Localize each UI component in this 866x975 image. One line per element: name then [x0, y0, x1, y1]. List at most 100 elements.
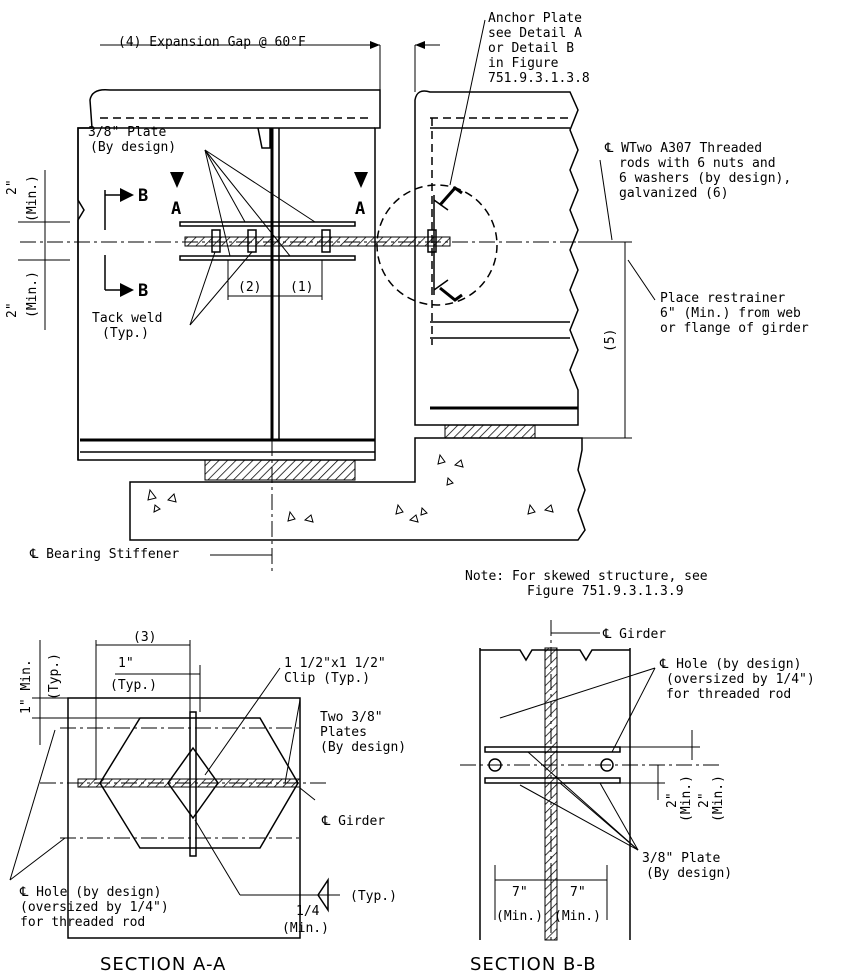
- aa-clip-label: 1 1/2"x1 1/2" Clip (Typ.): [284, 656, 386, 686]
- tack-weld-label: Tack weld (Typ.): [92, 311, 162, 341]
- section-aa-title: SECTION A-A: [100, 954, 226, 975]
- left-bearing-pad: [204, 459, 356, 481]
- dim-1-label: (1): [290, 280, 313, 295]
- aa-hole-leader-1: [9, 729, 56, 881]
- section-a-left-label: A: [171, 199, 181, 219]
- right-girder-outline: [414, 90, 579, 426]
- plate-leader-3: [204, 149, 231, 257]
- aa-stiffener: [189, 711, 197, 857]
- section-b-mark-bottom: [104, 255, 120, 291]
- nut-1: [211, 229, 221, 253]
- svg-text:℄ WTwo A307 Threaded: ℄ WTwo A307 Threaded: [604, 141, 762, 156]
- aa-weld-leader: [194, 819, 241, 896]
- bb-plate-label: 3/8" Plate (By design): [642, 851, 732, 881]
- note-label: Note: For skewed structure, see Figure 7…: [465, 569, 708, 599]
- min-paren-top-label: (Min.): [25, 175, 40, 222]
- bb-two-inch-label-1: 2": [665, 792, 680, 808]
- svg-text:6 washers (by design),: 6 washers (by design),: [619, 171, 791, 186]
- plate-leader-4: [204, 149, 291, 257]
- bb-seven-label-2: 7": [570, 885, 586, 900]
- restrainer-leader: [627, 259, 656, 301]
- dim-5-label: (5): [603, 329, 618, 352]
- bb-girder-label: ℄ Girder: [602, 627, 666, 642]
- aa-quarter-label: 1/4: [296, 904, 320, 919]
- top-plate: [179, 221, 356, 227]
- svg-text:for threaded rod: for threaded rod: [20, 915, 145, 930]
- svg-text:Figure 751.9.3.1.3.9: Figure 751.9.3.1.3.9: [527, 584, 684, 599]
- min-2-top-label: 2": [5, 179, 20, 195]
- anchor-detail-circle: [376, 184, 498, 306]
- svg-text:751.9.3.1.3.8: 751.9.3.1.3.8: [488, 71, 590, 86]
- plate-by-design-label: 3/8" Plate (By design): [88, 125, 176, 155]
- bb-hole-leader-2: [611, 667, 656, 753]
- bb-two-inch-label-2: 2": [697, 792, 712, 808]
- bb-min-label-2: (Min.): [711, 775, 726, 822]
- section-a-arrow-right: [354, 172, 368, 188]
- bottom-plate: [179, 255, 356, 261]
- section-bb-title: SECTION B-B: [470, 954, 597, 975]
- aa-min-label: (Min.): [282, 921, 329, 936]
- bb-min-label-1: (Min.): [679, 775, 694, 822]
- bb-top-plate: [484, 746, 621, 753]
- aa-hole-leader-2: [9, 837, 66, 881]
- right-bearing-pad: [444, 424, 536, 439]
- svg-text:for threaded rod: for threaded rod: [666, 687, 791, 702]
- svg-text:Plates: Plates: [320, 725, 367, 740]
- bb-plate-leader-4: [527, 751, 639, 851]
- left-girder-break: [77, 127, 92, 460]
- abutment-outline: [129, 437, 586, 541]
- aa-dim-3-label: (3): [133, 630, 156, 645]
- plate-leader-1: [204, 149, 246, 223]
- tack-leader-1: [189, 251, 216, 326]
- svg-text:(By design): (By design): [90, 140, 176, 155]
- aa-girder-leader: [299, 787, 316, 801]
- svg-text:Place restrainer: Place restrainer: [660, 291, 785, 306]
- svg-text:in Figure: in Figure: [488, 56, 559, 71]
- place-restrainer-label: Place restrainer 6" (Min.) from web or f…: [660, 291, 809, 336]
- aa-typ-label: (Typ.): [110, 678, 157, 693]
- gap-arrow-1: [370, 41, 380, 49]
- svg-text:(By design): (By design): [646, 866, 732, 881]
- dim-2-label: (2): [238, 280, 261, 295]
- anchor-plate-label: Anchor Plate see Detail A or Detail B in…: [488, 11, 590, 86]
- svg-text:see Detail A: see Detail A: [488, 26, 582, 41]
- anchor-studs: [438, 185, 463, 302]
- bb-bottom-plate: [484, 777, 621, 784]
- bb-seven-min-2: (Min.): [554, 909, 601, 924]
- aa-clip-leader: [204, 667, 281, 776]
- section-bb-view: [460, 620, 720, 941]
- svg-text:Note: For skewed structure, se: Note: For skewed structure, see: [465, 569, 708, 584]
- bb-seven-label-1: 7": [512, 885, 528, 900]
- plate-leader-2: [204, 149, 316, 223]
- aa-hole-label: ℄ Hole (by design) (oversized by 1/4") f…: [19, 885, 169, 930]
- rod-leader: [599, 159, 613, 241]
- aa-girder-label: ℄ Girder: [321, 814, 385, 829]
- section-b-arrow-bottom: [120, 283, 134, 297]
- bearing-stiffener-label: ℄ Bearing Stiffener: [29, 547, 179, 562]
- svg-text:Tack weld: Tack weld: [92, 311, 162, 326]
- aa-one-inch-label: 1": [118, 656, 134, 671]
- svg-text:℄ Hole (by design): ℄ Hole (by design): [659, 657, 801, 672]
- min-2-bottom-label: 2": [5, 302, 20, 318]
- section-a-right-label: A: [355, 199, 365, 219]
- svg-text:or Detail B: or Detail B: [488, 41, 574, 56]
- expansion-gap-label: (4) Expansion Gap @ 60°F: [118, 35, 306, 50]
- svg-text:1 1/2"x1 1/2": 1 1/2"x1 1/2": [284, 656, 386, 671]
- min-paren-bottom-label: (Min.): [25, 271, 40, 318]
- svg-text:3/8" Plate: 3/8" Plate: [642, 851, 720, 866]
- aa-typ-vert-label: (Typ.): [47, 653, 62, 700]
- aa-plates-leader: [284, 699, 301, 784]
- tack-leader-2: [189, 251, 253, 326]
- nut-3: [321, 229, 331, 253]
- section-a-arrow-left: [170, 172, 184, 188]
- svg-text:(By design): (By design): [320, 740, 406, 755]
- svg-text:rods with 6 nuts and: rods with 6 nuts and: [619, 156, 776, 171]
- svg-text:6" (Min.) from web: 6" (Min.) from web: [660, 306, 801, 321]
- svg-text:℄ Hole (by design): ℄ Hole (by design): [19, 885, 161, 900]
- svg-text:Clip (Typ.): Clip (Typ.): [284, 671, 370, 686]
- bb-hole-label: ℄ Hole (by design) (oversized by 1/4") f…: [659, 657, 815, 702]
- section-aa-view: [9, 640, 340, 939]
- bb-seven-min-1: (Min.): [496, 909, 543, 924]
- aa-one-min-label: 1" Min.: [19, 659, 34, 714]
- gap-arrow-2: [415, 41, 425, 49]
